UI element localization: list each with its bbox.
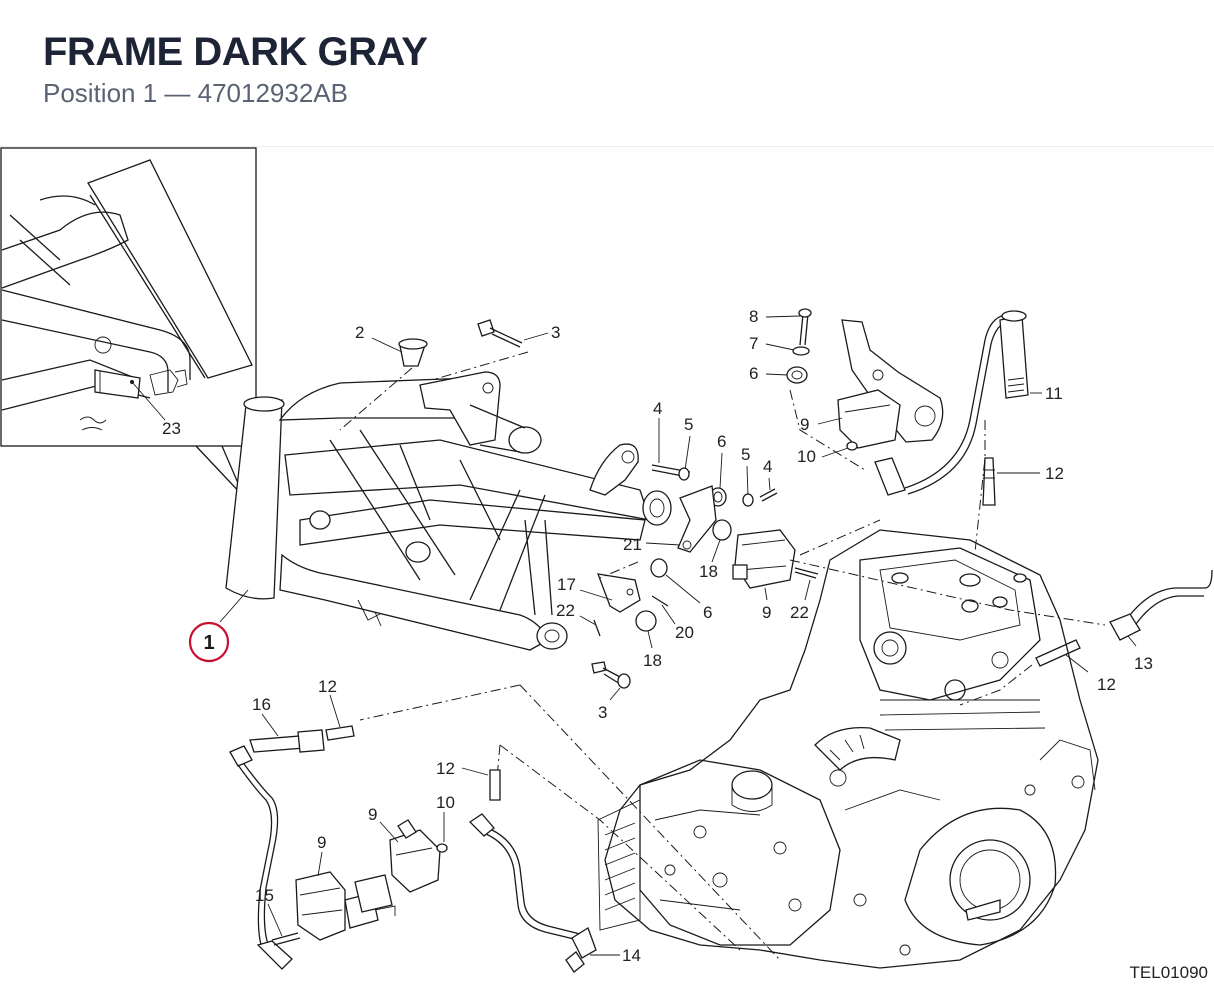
callout-9a: 9 [762,603,771,622]
callout-16: 16 [252,695,271,714]
frame-part [225,371,672,651]
callout-19: 20 [675,623,694,642]
detail-inset: 23 [0,147,257,498]
header: FRAME DARK GRAY Position 1 — 47012932AB [43,28,428,110]
callout-12c: 12 [318,677,337,696]
callout-10b: 10 [436,793,455,812]
callout-6a: 6 [717,432,726,451]
right-plug-group: 12 13 [959,569,1213,706]
callout-3b: 3 [598,703,607,722]
callout-1: 1 [203,632,214,654]
callout-4b: 4 [763,457,772,476]
coil-bracket-group: 4 5 6 5 4 21 18 9 22 [556,399,881,670]
upper-coil-group: 8 7 6 9 10 11 12 [749,307,1064,553]
callout-12d: 12 [436,759,455,778]
callout-13: 13 [1134,654,1153,673]
callout-17: 17 [557,575,576,594]
engine-block [597,529,1099,969]
callout-8: 8 [749,307,758,326]
drawing-reference-code: TEL01090 [1129,963,1208,982]
callout-7: 7 [749,334,758,353]
callout-12b: 12 [1097,675,1116,694]
lower-coil-group: 16 12 9 15 9 10 12 1 [229,677,641,973]
callout-18a: 18 [699,562,718,581]
page-title: FRAME DARK GRAY [43,30,428,74]
callout-2: 2 [355,323,364,342]
page-subtitle: Position 1 — 47012932AB [43,78,348,108]
callout-20: 21 [623,535,642,554]
callout-5a: 5 [684,415,693,434]
callout-18b: 18 [643,651,662,670]
callout-1-highlight[interactable]: 1 [188,589,249,663]
callout-6c: 6 [749,364,758,383]
callout-9d: 9 [368,805,377,824]
callout-6b: 6 [703,603,712,622]
callout-23: 23 [162,419,181,438]
callout-4a: 4 [653,399,662,418]
callout-14: 14 [622,946,641,965]
callout-12a: 12 [1045,464,1064,483]
bushing-bolt-group: 2 3 3 [339,319,631,722]
header-divider [0,146,1214,147]
callout-11: 11 [1045,384,1063,403]
callout-9c: 9 [317,833,326,852]
callout-21: 22 [790,603,809,622]
callout-3a: 3 [551,323,560,342]
callout-9b: 9 [800,415,809,434]
callout-5b: 5 [741,445,750,464]
callout-10a: 10 [797,447,816,466]
callout-15: 15 [255,886,274,905]
callout-22: 22 [556,601,575,620]
